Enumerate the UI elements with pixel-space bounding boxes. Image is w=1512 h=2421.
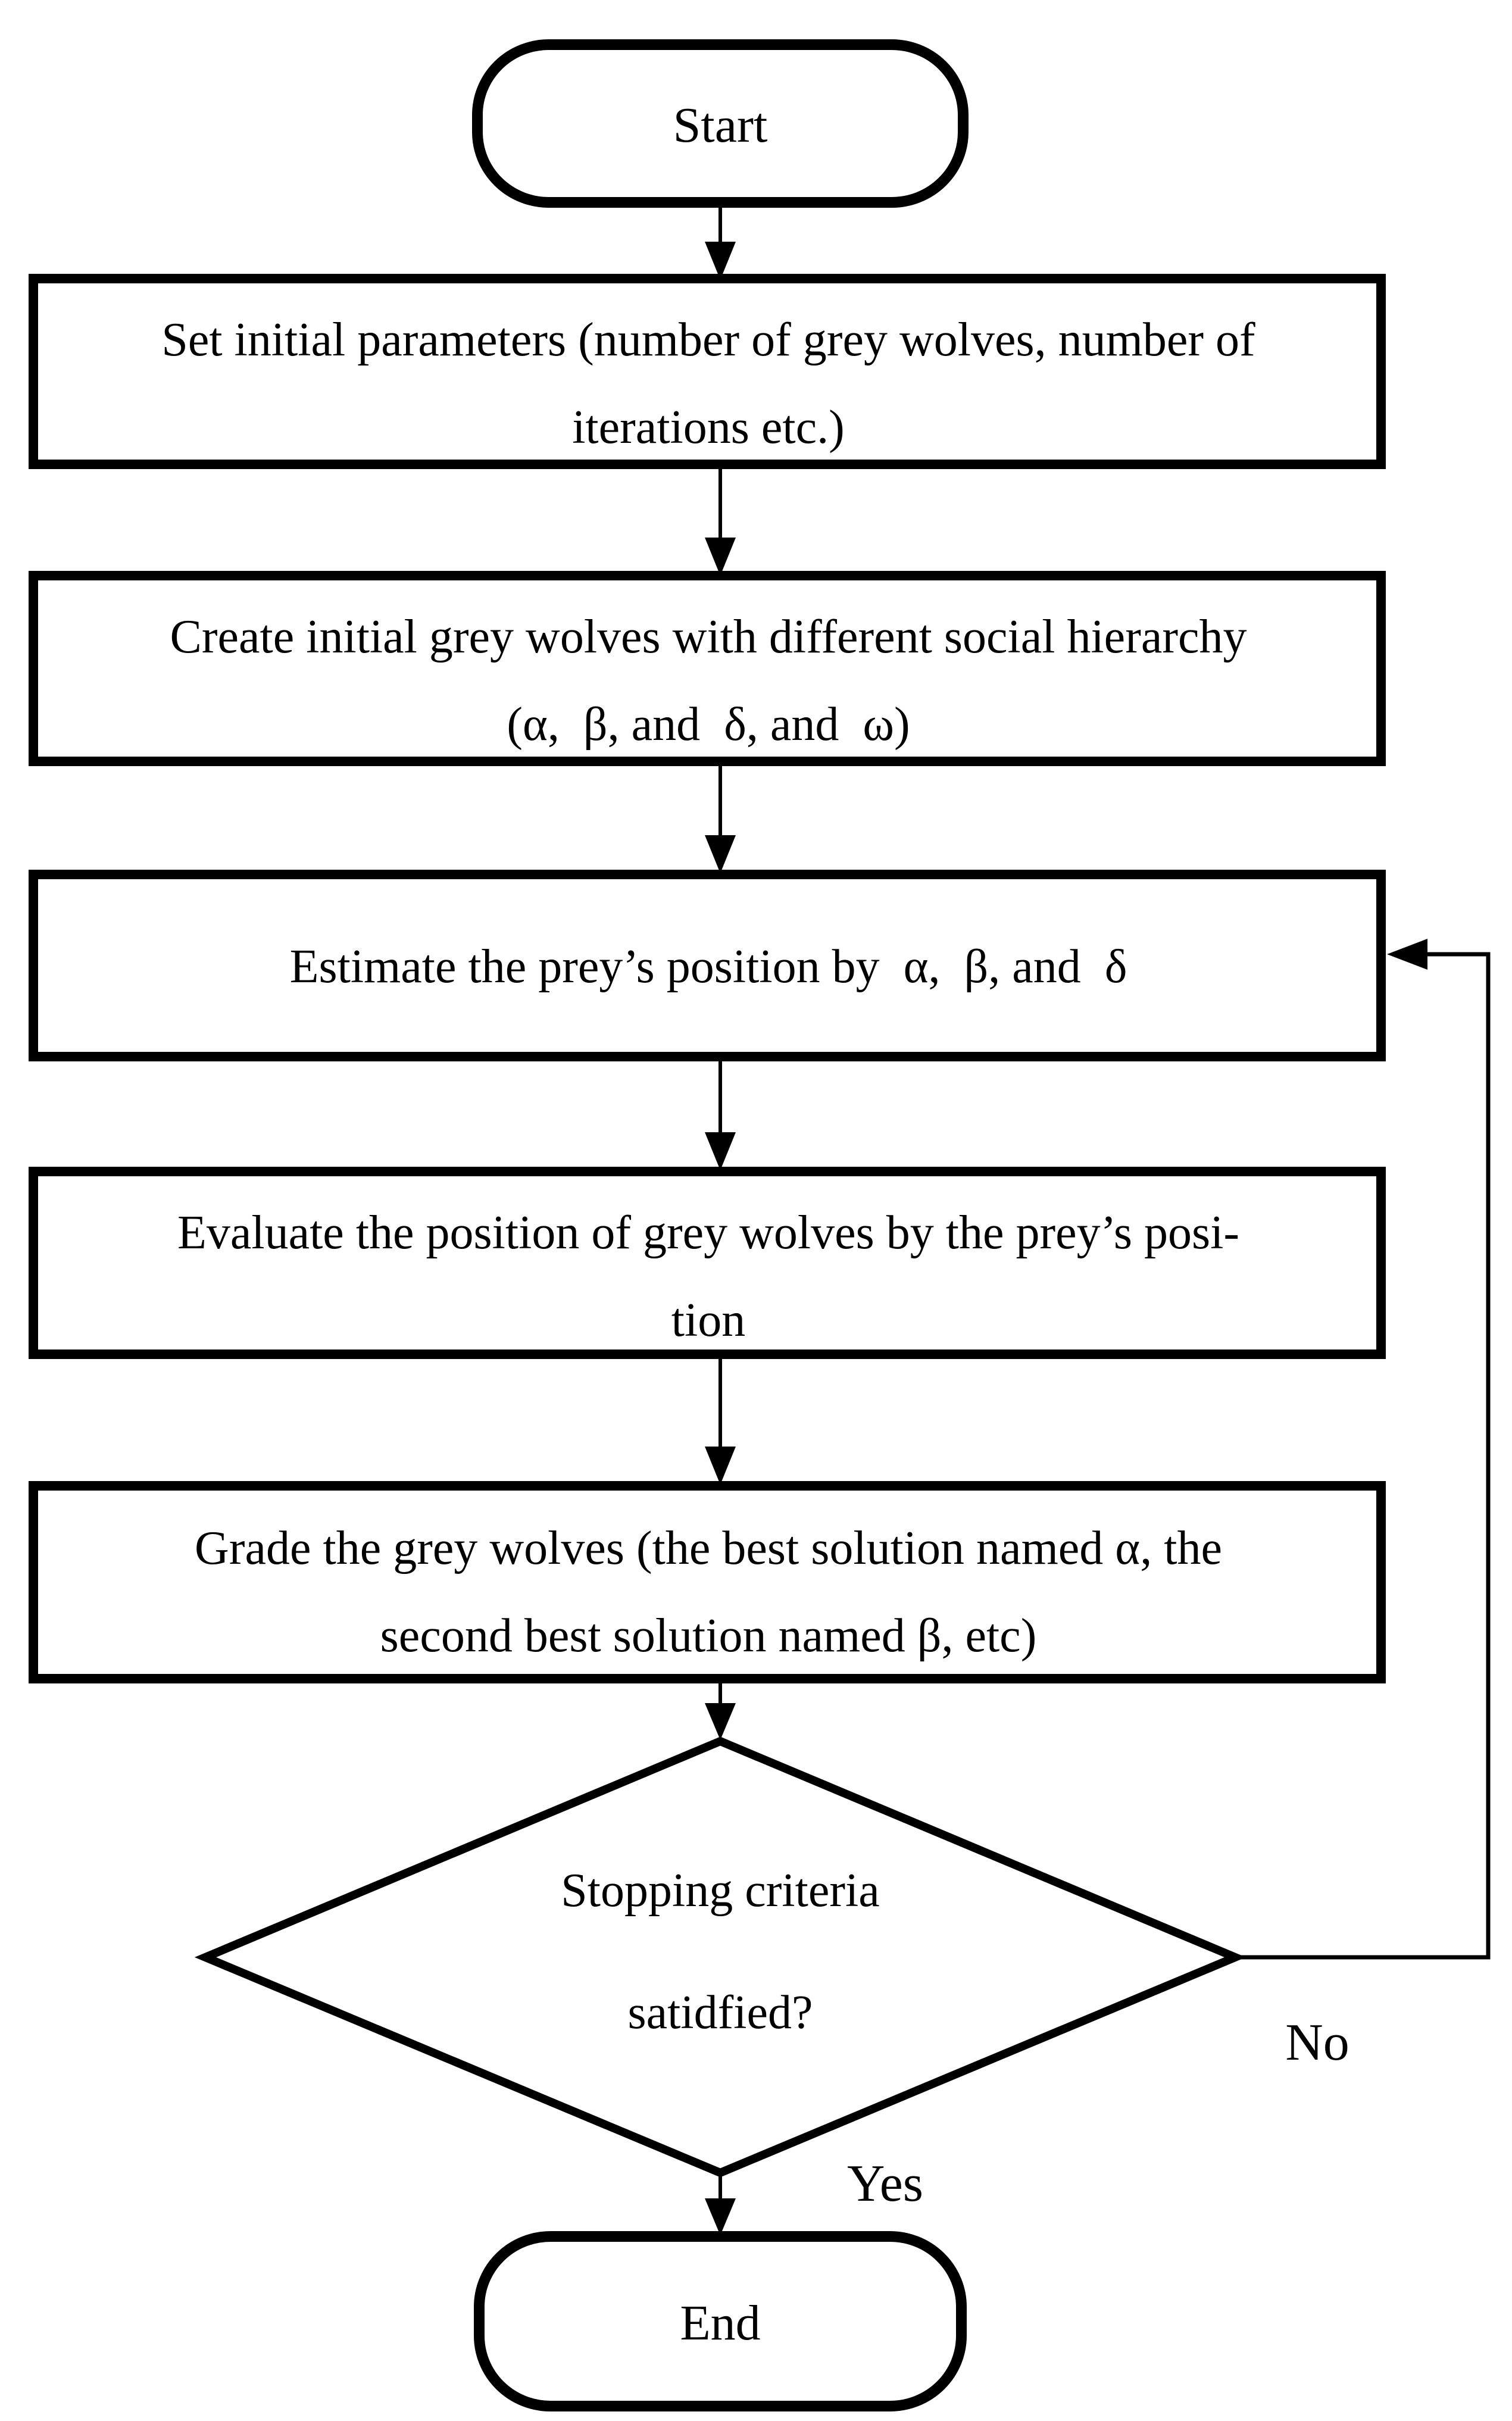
no-feedback-connector	[1235, 952, 1491, 1960]
arrowhead-down-icon	[705, 835, 736, 873]
process-set-parameters-line1: Set initial parameters (number of grey w…	[161, 314, 1255, 366]
process-evaluate-positions	[29, 1167, 1386, 1359]
decision-line1: Stopping criteria	[561, 1864, 879, 1917]
process-set-parameters	[29, 274, 1386, 469]
arrowhead-down-icon	[705, 538, 736, 576]
arrowhead-down-icon	[705, 2198, 736, 2235]
end-label: End	[680, 2295, 760, 2351]
process-grade-line1: Grade the grey wolves (the best solution…	[195, 1522, 1222, 1575]
end-terminator	[474, 2231, 967, 2411]
start-label: Start	[673, 98, 768, 153]
process-evaluate-line2: tion	[671, 1294, 745, 1347]
arrowhead-left-icon	[1387, 939, 1427, 970]
decision-line2: satidfied?	[628, 1986, 813, 2039]
decision-stopping-criteria	[194, 1736, 1247, 2178]
arrowhead-down-icon	[705, 1447, 736, 1485]
process-grade-line2: second best solution named β, etc)	[380, 1610, 1037, 1662]
process-estimate-label: Estimate the prey’s position by α, β, an…	[290, 941, 1127, 993]
process-create-wolves-line1: Create initial grey wolves with differen…	[170, 611, 1247, 663]
process-create-wolves-line2: (α, β, and δ, and ω)	[507, 698, 910, 751]
arrowhead-down-icon	[705, 1132, 736, 1170]
process-create-wolves	[29, 571, 1386, 766]
process-set-parameters-line2: iterations etc.)	[572, 401, 845, 454]
no-edge-label: No	[1285, 2014, 1349, 2072]
arrowhead-down-icon	[705, 242, 736, 280]
process-estimate-prey-position	[29, 870, 1386, 1061]
yes-edge-label: Yes	[847, 2155, 923, 2213]
process-evaluate-line1: Evaluate the position of grey wolves by …	[177, 1207, 1239, 1259]
arrowhead-down-icon	[705, 1703, 736, 1740]
process-grade-wolves	[29, 1481, 1386, 1683]
